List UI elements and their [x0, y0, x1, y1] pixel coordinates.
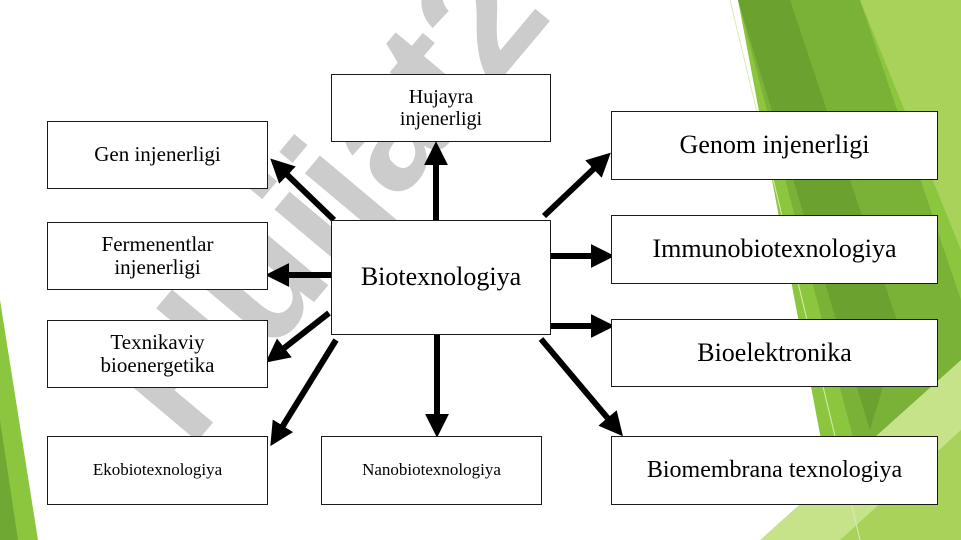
node-hujayra-injenerligi: Hujayra injenerligi	[331, 74, 551, 142]
arrow-to-gen	[270, 158, 337, 223]
node-texnikaviy-bioenergetika: Texnikaviy bioenergetika	[47, 320, 268, 388]
node-bioelektronika-label: Bioelektronika	[697, 337, 852, 367]
node-fermenent-label: Fermenentlar injenerligi	[101, 231, 214, 279]
node-ekobiotexnologiya: Ekobiotexnologiya	[47, 436, 268, 505]
arrow-to-ekobio	[270, 338, 339, 447]
node-center-biotexnologiya: Biotexnologiya	[331, 220, 551, 335]
node-gen-label: Gen injenerligi	[94, 142, 221, 167]
node-immunobiotexnologiya: Immunobiotexnologiya	[611, 215, 938, 284]
node-nanobiotexnologiya: Nanobiotexnologiya	[321, 436, 542, 505]
node-genom-injenerligi: Genom injenerligi	[611, 111, 938, 180]
node-texnikaviy-label: Texnikaviy bioenergetika	[100, 329, 215, 377]
node-center-label: Biotexnologiya	[360, 262, 522, 292]
node-fermenentlar-injenerligi: Fermenentlar injenerligi	[47, 222, 268, 290]
left-green-shape-dark	[0, 420, 18, 540]
arrow-to-texnikaviy	[265, 310, 331, 363]
node-immuno-label: Immunobiotexnologiya	[652, 234, 897, 264]
node-biomembrana-texnologiya: Biomembrana texnologiya	[611, 436, 938, 505]
arrow-to-biomembrana	[538, 337, 623, 437]
node-hujayra-label: Hujayra injenerligi	[399, 86, 483, 130]
node-biomembrana-label: Biomembrana texnologiya	[646, 457, 903, 484]
node-nanobio-label: Nanobiotexnologiya	[362, 460, 501, 480]
arrow-to-genom	[541, 152, 611, 219]
node-genom-label: Genom injenerligi	[679, 130, 870, 160]
node-bioelektronika: Bioelektronika	[611, 319, 938, 387]
node-ekobio-label: Ekobiotexnologiya	[92, 460, 223, 480]
left-green-shape	[0, 300, 38, 540]
node-gen-injenerligi: Gen injenerligi	[47, 121, 268, 189]
